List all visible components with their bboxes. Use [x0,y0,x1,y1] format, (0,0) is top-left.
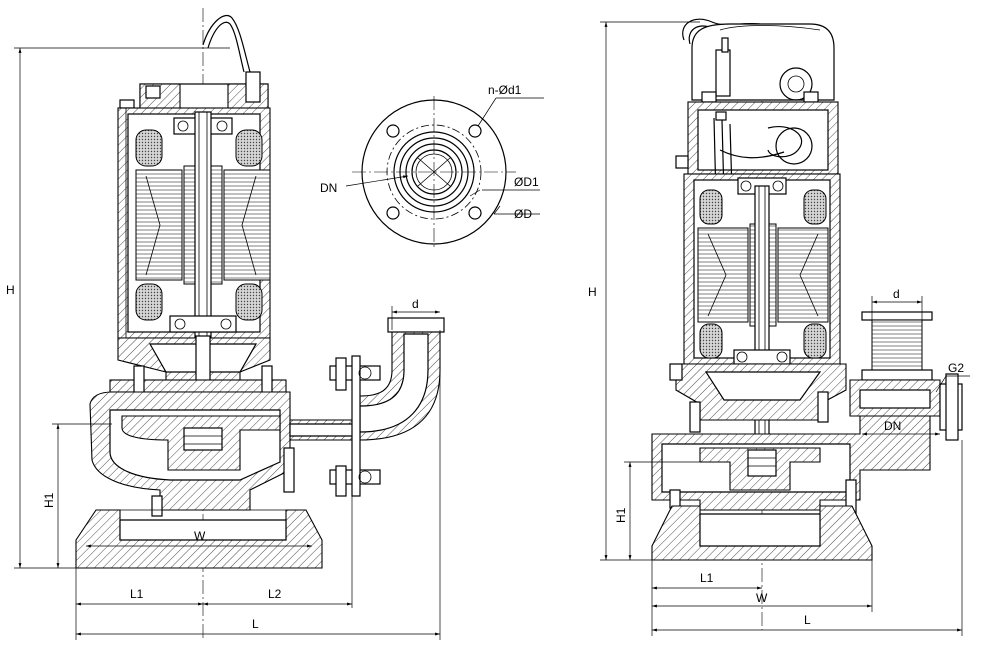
flange-hole [386,124,400,138]
flange-hole [468,124,482,138]
left-dim-W: W [194,529,206,543]
right-label-G2: G2 [948,361,964,375]
left-stator [135,169,183,281]
left-lower-bearing [169,315,237,333]
left-dim-L: L [252,617,259,631]
flange-label-holes: n-Ød1 [488,83,522,97]
left-dim-L2: L2 [268,587,282,601]
right-shaft [754,185,770,463]
left-dim-d: d [412,297,419,311]
flange-label-d: ØD [514,207,532,221]
right-stator [697,227,749,323]
flange-outer-circle [361,99,507,245]
right-dim-W: W [756,591,768,605]
left-pump-view: H H1 W L1 L2 L d [6,8,445,640]
right-outlet-hose-barb [871,319,923,371]
flange-bore [411,149,457,195]
right-dim-H: H [588,285,597,299]
left-dim-H1: H1 [42,492,56,508]
left-dim-L1: L1 [130,587,144,601]
flange-hole [468,206,482,220]
flange-view: n-Ød1 DN ØD1 ØD [320,83,544,250]
right-dim-d: d [893,287,900,301]
flange-label-dn: DN [320,181,337,195]
left-cable [202,15,251,73]
right-dim-L1: L1 [700,571,714,585]
right-dim-H1: H1 [614,507,628,523]
right-junction-box [691,23,835,101]
left-impeller-nut [183,427,223,451]
flange-label-d1: ØD1 [514,175,539,189]
right-impeller-nut [747,449,777,477]
left-dim-H: H [6,283,15,297]
left-outlet-flange [387,317,445,333]
flange-hole [386,206,400,220]
right-dim-DN: DN [884,419,901,433]
right-dim-L: L [804,613,811,627]
right-pump-view: H H1 L1 W L d DN G2 [588,18,970,636]
